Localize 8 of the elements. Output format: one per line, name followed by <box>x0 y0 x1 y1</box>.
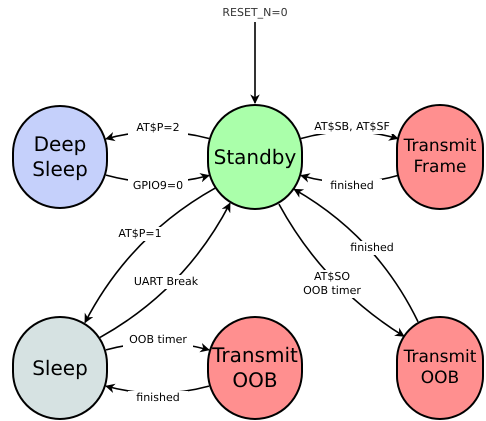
arrow <box>100 202 231 338</box>
arrow <box>250 22 260 104</box>
start-label: RESET_N=0 <box>205 4 305 22</box>
arrow <box>84 187 216 324</box>
edge-label: OOB timer <box>123 333 193 347</box>
edge-label: AT$SO OOB timer <box>301 270 363 298</box>
edge-label: AT$P=2 <box>128 121 188 135</box>
arrow <box>293 188 419 322</box>
